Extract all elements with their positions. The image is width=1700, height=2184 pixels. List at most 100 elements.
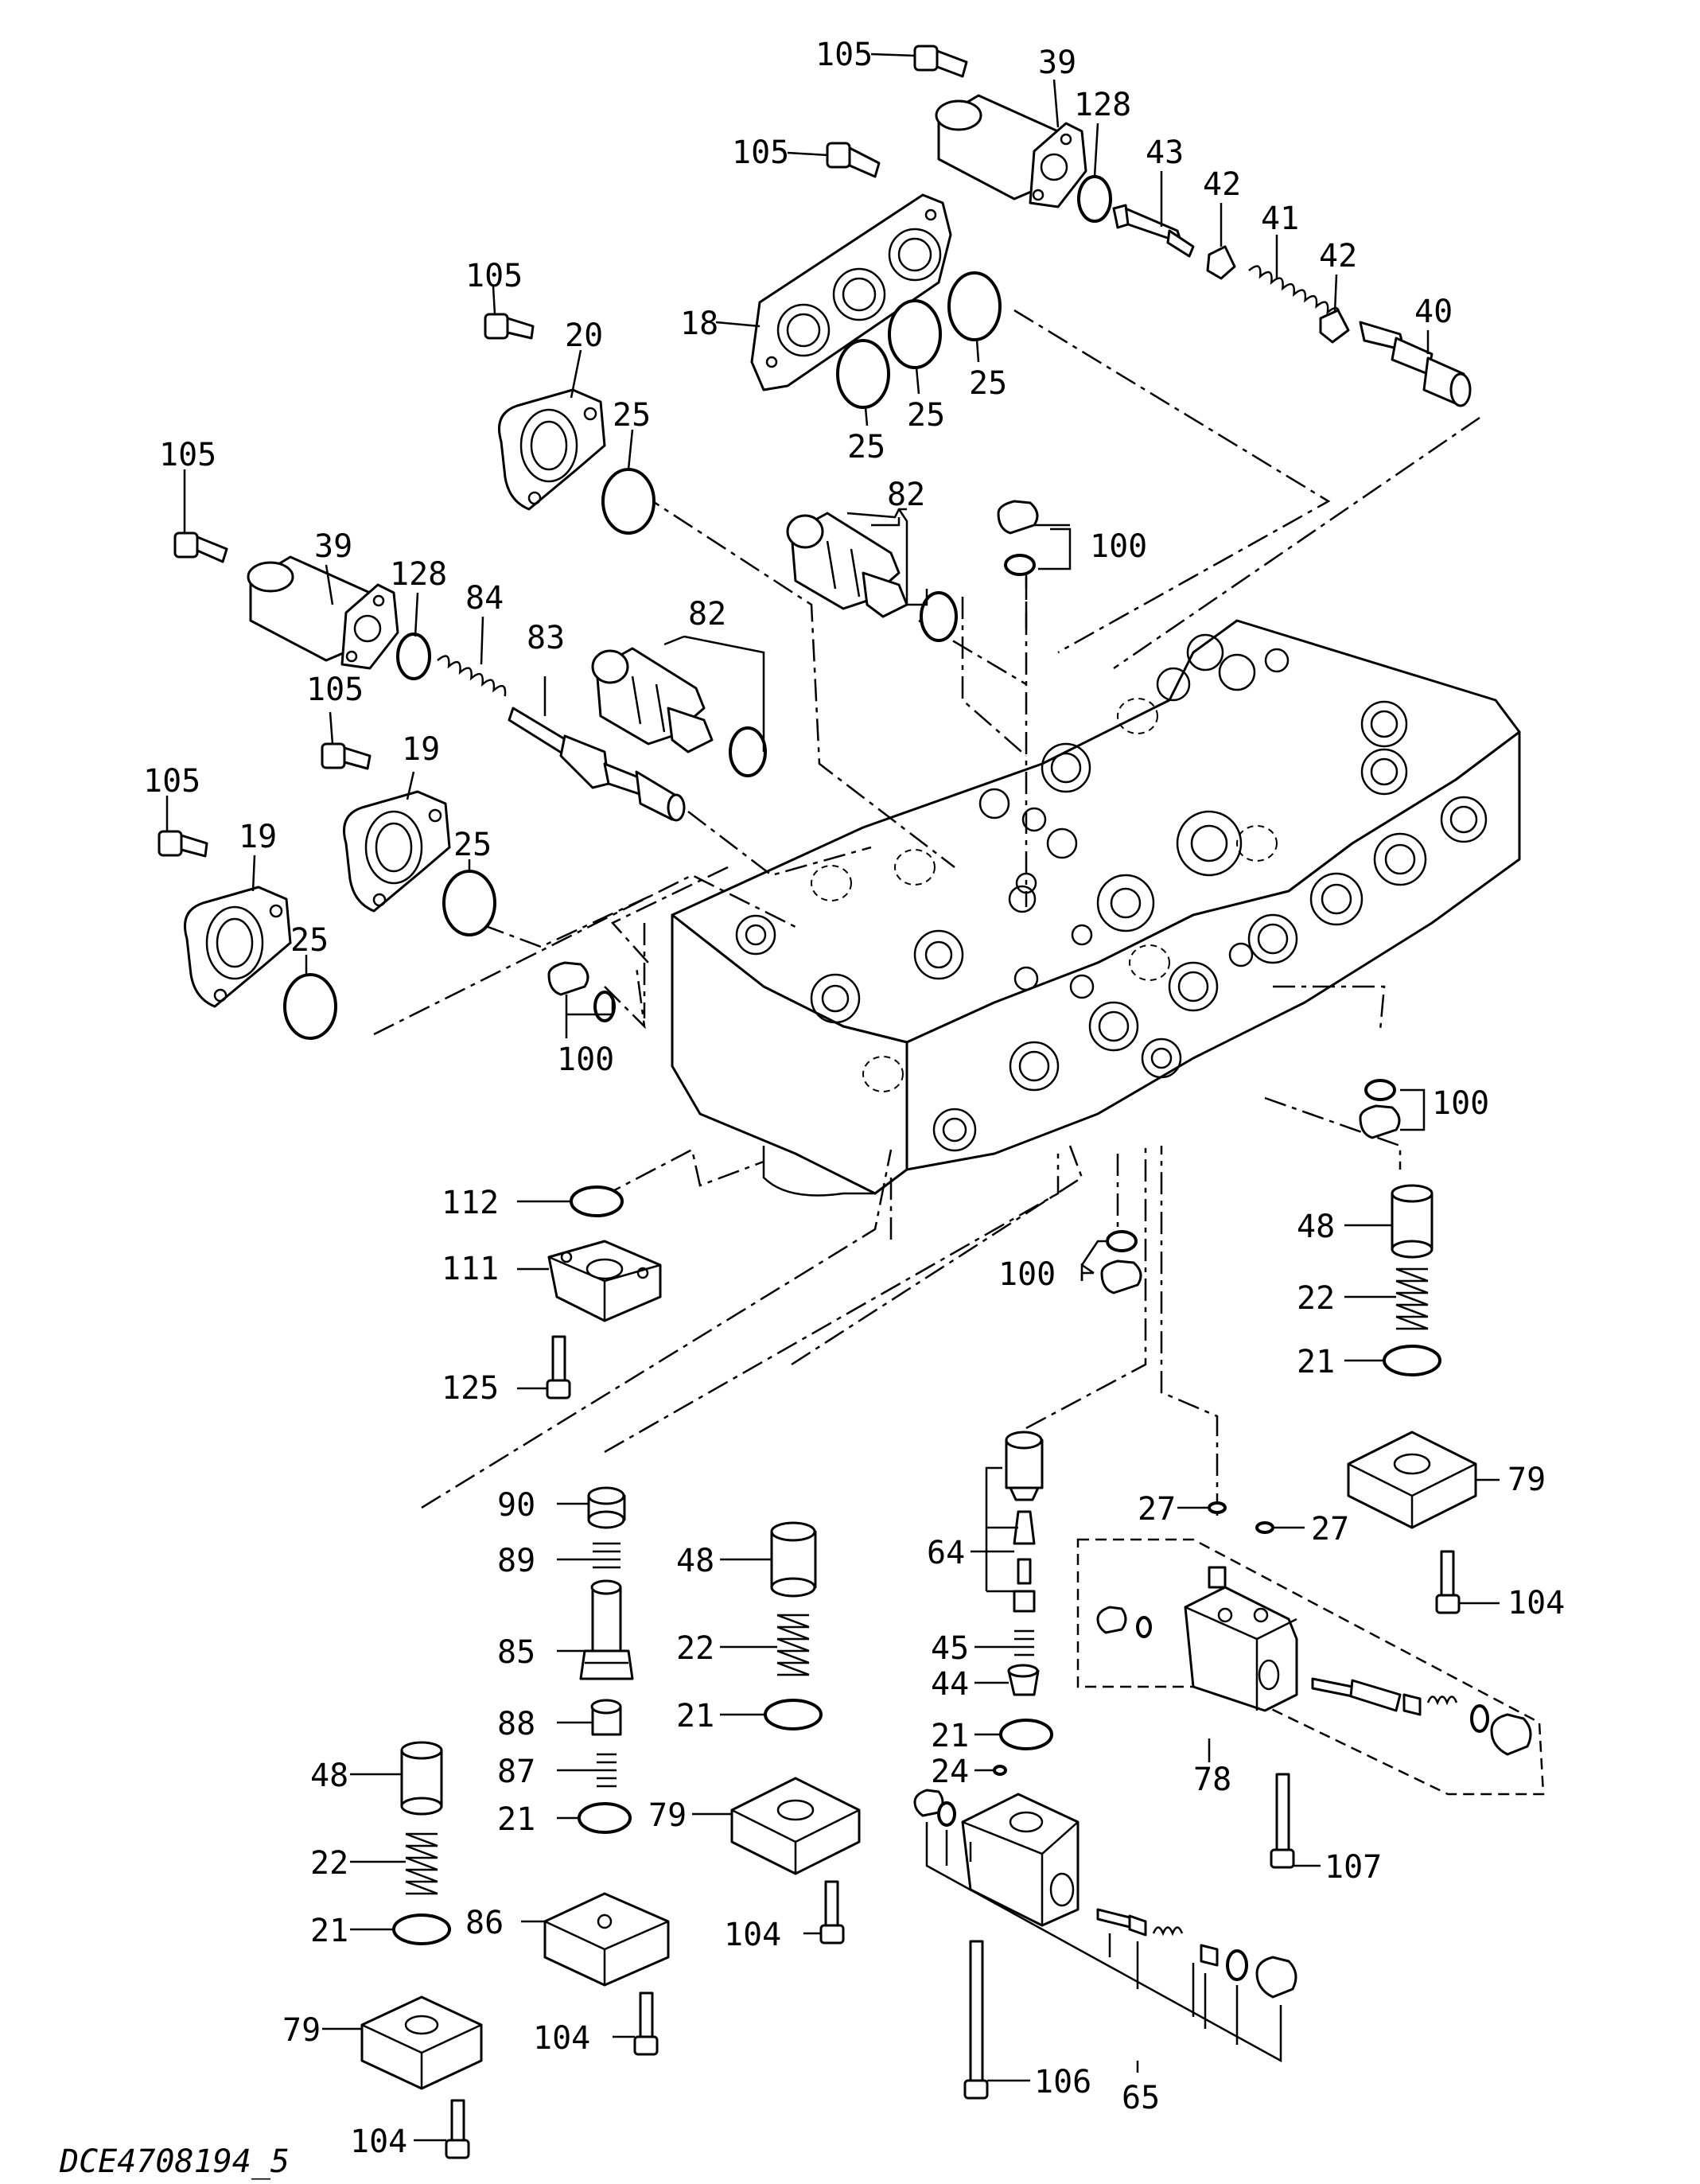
callout-83: 83 (527, 620, 565, 656)
callout-128: 128 (390, 556, 447, 593)
oring-21-right (1383, 1345, 1441, 1376)
callout-87: 87 (497, 1754, 535, 1790)
plug-100-top (997, 500, 1039, 576)
cover-79-right (1347, 1431, 1477, 1529)
callout-27: 27 (1138, 1491, 1176, 1528)
callout-21: 21 (676, 1698, 714, 1734)
chain-lines (373, 309, 1480, 1516)
solenoid-39-left (247, 555, 399, 670)
valve-82-upper (786, 512, 908, 618)
callout-25: 25 (613, 397, 651, 434)
oring-82-lower (729, 726, 767, 777)
callout-104: 104 (724, 1917, 781, 1953)
oring-128-left (396, 633, 431, 680)
piston-48-left (400, 1741, 443, 1816)
callout-79: 79 (282, 2012, 321, 2049)
washer-42-b (1319, 309, 1350, 344)
callout-65: 65 (1122, 2080, 1160, 2116)
callout-42: 42 (1319, 238, 1357, 274)
callout-25: 25 (969, 365, 1007, 402)
callout-107: 107 (1325, 1849, 1382, 1886)
callout-21: 21 (497, 1801, 535, 1838)
spring-22-left (405, 1832, 438, 1895)
callout-90: 90 (497, 1487, 535, 1524)
callout-22: 22 (1297, 1280, 1335, 1317)
callout-79: 79 (648, 1797, 687, 1834)
oring-21-left (392, 1913, 451, 1945)
plug-100-left (547, 961, 616, 1022)
piston-48-right (1391, 1184, 1434, 1259)
callout-21: 21 (310, 1913, 348, 1949)
callout-125: 125 (442, 1370, 499, 1407)
pin-43 (1112, 204, 1195, 258)
callout-45: 45 (931, 1630, 969, 1667)
bolt-106 (963, 1940, 989, 2100)
oring-25-e (442, 870, 496, 936)
oring-82-upper (920, 591, 958, 642)
callout-20: 20 (565, 317, 603, 354)
bolt-105-top (913, 45, 968, 78)
bolt-104-left-center (633, 1991, 659, 2056)
cap-90 (587, 1486, 626, 1529)
assembly-78 (1076, 1538, 1545, 1796)
flange-20 (498, 388, 606, 511)
seat-44 (1007, 1664, 1040, 1696)
callout-25: 25 (847, 429, 885, 465)
plug-100-right (1359, 1079, 1401, 1139)
bolt-104-left (445, 2099, 470, 2159)
callout-82: 82 (688, 596, 726, 633)
oring-24 (993, 1765, 1007, 1776)
cap-88 (590, 1699, 622, 1736)
callout-44: 44 (931, 1666, 969, 1703)
bolt-107 (1270, 1773, 1295, 1869)
plate-18 (750, 193, 952, 391)
cover-79-middle (730, 1777, 861, 1875)
spring-84 (437, 655, 507, 697)
callout-100: 100 (1090, 528, 1147, 565)
oring-27-b (1255, 1521, 1274, 1534)
bolt-105-b (826, 142, 881, 178)
spring-22-middle (776, 1614, 810, 1676)
callout-48: 48 (310, 1758, 348, 1794)
bolt-104-right (1435, 1550, 1461, 1614)
callout-64: 64 (927, 1535, 965, 1571)
callout-106: 106 (1034, 2064, 1091, 2100)
plug-100-lower (1100, 1230, 1142, 1294)
callout-78: 78 (1193, 1762, 1231, 1798)
callout-19: 19 (239, 819, 277, 855)
callout-24: 24 (931, 1754, 969, 1790)
flange-111 (547, 1240, 662, 1322)
callout-82: 82 (887, 477, 925, 513)
callout-100: 100 (557, 1041, 614, 1078)
adjuster-40 (1359, 321, 1472, 407)
flange-19-a (343, 790, 451, 913)
callout-84: 84 (465, 580, 504, 617)
callout-104: 104 (1507, 1585, 1565, 1621)
callout-21: 21 (1297, 1344, 1335, 1380)
bolt-105-f (158, 830, 208, 858)
callout-104: 104 (533, 2020, 590, 2057)
leader-lines (165, 53, 1500, 2142)
callout-25: 25 (907, 397, 945, 434)
bolt-104-middle (819, 1880, 845, 1945)
callout-100: 100 (1432, 1085, 1489, 1122)
callout-39: 39 (1038, 45, 1076, 81)
callout-43: 43 (1146, 134, 1184, 171)
oring-21-center (999, 1719, 1053, 1750)
valve-body (671, 619, 1521, 1197)
callout-85: 85 (497, 1634, 535, 1671)
callout-104: 104 (350, 2124, 407, 2160)
callout-105: 105 (159, 437, 216, 473)
spring-22-right (1395, 1267, 1429, 1330)
callout-19: 19 (402, 731, 440, 768)
oring-21-left-center (578, 1802, 632, 1834)
spring-45 (1014, 1629, 1034, 1656)
callout-21: 21 (931, 1718, 969, 1754)
oring-21-middle (764, 1699, 823, 1730)
callout-25: 25 (290, 922, 329, 959)
flange-19-b (184, 886, 292, 1008)
oring-128-top (1077, 175, 1112, 223)
callout-labels: 105 39 128 43 42 41 42 40 105 18 25 25 2… (143, 37, 1565, 2160)
callout-48: 48 (1297, 1209, 1335, 1245)
